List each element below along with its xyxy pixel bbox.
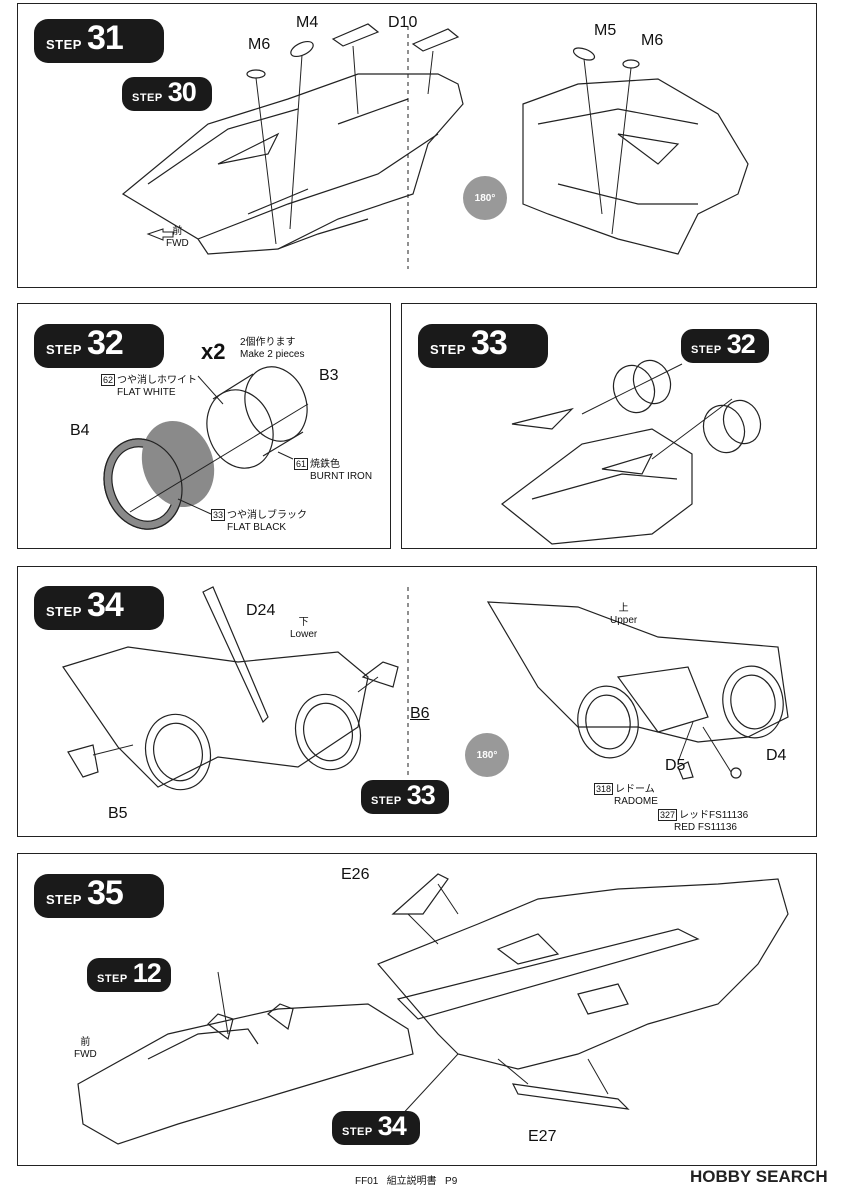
part-label-d10: D10 bbox=[388, 14, 418, 31]
step34-badge: STEP 34 bbox=[34, 586, 164, 630]
color-name-jp: つや消しブラック bbox=[227, 510, 308, 521]
color-code: 33 bbox=[211, 509, 226, 521]
color-name-jp: 焼鉄色 bbox=[310, 459, 341, 470]
rotate-180-icon: 180° bbox=[463, 176, 507, 220]
make-count-note: 2個作ります Make 2 pieces bbox=[240, 337, 304, 361]
step-number: 32 bbox=[726, 329, 756, 359]
step-number: 34 bbox=[86, 586, 124, 624]
color-code: 327 bbox=[658, 809, 678, 821]
part-label-m4: M4 bbox=[296, 14, 319, 31]
fwd-indicator: 前 FWD bbox=[74, 1037, 97, 1061]
step-number: 12 bbox=[132, 958, 162, 988]
fwd-en: FWD bbox=[74, 1049, 97, 1060]
lower-indicator: 下 Lower bbox=[290, 617, 317, 641]
step-number: 35 bbox=[86, 874, 124, 912]
step32-badge: STEP 32 bbox=[34, 324, 164, 368]
color-name-jp: レドーム bbox=[615, 784, 655, 795]
step35-badge: STEP 35 bbox=[34, 874, 164, 918]
footer-code: FF01 bbox=[355, 1176, 379, 1187]
step-word: STEP bbox=[97, 973, 128, 985]
step33-sub-badge: STEP 33 bbox=[361, 780, 449, 814]
step-number: 34 bbox=[377, 1111, 407, 1141]
step-word: STEP bbox=[46, 892, 82, 907]
step35-panel: STEP 35 STEP 12 STEP 34 E26 E27 前 FWD bbox=[17, 853, 817, 1166]
step34-panel: STEP 34 STEP 33 D24 B6 B5 D5 D4 下 Lower … bbox=[17, 566, 817, 837]
step32-panel: STEP 32 x2 2個作ります Make 2 pieces B3 B4 62… bbox=[17, 303, 391, 549]
step-word: STEP bbox=[132, 92, 163, 104]
part-label-b4: B4 bbox=[70, 422, 90, 439]
step30-sub-badge: STEP 30 bbox=[122, 77, 212, 111]
step-word: STEP bbox=[691, 344, 722, 356]
step-number: 30 bbox=[167, 77, 197, 107]
part-label-b6: B6 bbox=[410, 705, 430, 722]
fwd-indicator: 前 FWD bbox=[166, 226, 189, 250]
step-word: STEP bbox=[430, 342, 466, 357]
part-label-m6: M6 bbox=[248, 36, 271, 53]
step35-illustration bbox=[77, 873, 789, 1145]
fwd-jp: 前 bbox=[80, 1037, 91, 1048]
step-word: STEP bbox=[371, 795, 402, 807]
fwd-en: FWD bbox=[166, 238, 189, 249]
step-number: 32 bbox=[86, 324, 124, 362]
color-name-en: FLAT BLACK bbox=[227, 522, 287, 533]
rotate-180-icon: 180° bbox=[465, 733, 509, 777]
color-name-en: BURNT IRON bbox=[310, 471, 373, 482]
step32-illustration bbox=[103, 366, 309, 530]
step31-illustration bbox=[121, 23, 749, 269]
step12-sub-badge: STEP 12 bbox=[87, 958, 171, 992]
part-label-d4: D4 bbox=[766, 747, 787, 764]
lower-jp: 下 bbox=[298, 617, 309, 628]
part-label-b5: B5 bbox=[108, 805, 128, 822]
step32-sub-badge: STEP 32 bbox=[681, 329, 769, 363]
step-number: 33 bbox=[470, 324, 508, 362]
step34-sub-badge: STEP 34 bbox=[332, 1111, 420, 1145]
color-name-en: FLAT WHITE bbox=[117, 387, 176, 398]
part-label-b3: B3 bbox=[319, 367, 339, 384]
color-code: 62 bbox=[101, 374, 116, 386]
step-word: STEP bbox=[46, 604, 82, 619]
make-count-en: Make 2 pieces bbox=[240, 349, 305, 360]
upper-jp: 上 bbox=[618, 603, 629, 614]
step31-badge: STEP 31 bbox=[34, 19, 164, 63]
page-footer: FF01 組立説明書 P9 bbox=[355, 1172, 457, 1187]
color-name-jp: レッドFS11136 bbox=[679, 810, 749, 821]
step33-panel: STEP 33 STEP 32 bbox=[401, 303, 817, 549]
make-count: x2 bbox=[201, 339, 226, 364]
part-label-e26: E26 bbox=[341, 866, 370, 883]
step33-illustration bbox=[501, 359, 762, 545]
step-word: STEP bbox=[342, 1126, 373, 1138]
fwd-jp: 前 bbox=[172, 226, 183, 237]
color-name-jp: つや消しホワイト bbox=[117, 375, 198, 386]
upper-indicator: 上 Upper bbox=[610, 603, 637, 627]
part-label-m6-right: M6 bbox=[641, 32, 664, 49]
step-word: STEP bbox=[46, 37, 82, 52]
step33-badge: STEP 33 bbox=[418, 324, 548, 368]
color-name-en: RADOME bbox=[614, 796, 658, 807]
color-code: 61 bbox=[294, 458, 309, 470]
part-label-e27: E27 bbox=[528, 1128, 557, 1145]
part-label-m5: M5 bbox=[594, 22, 617, 39]
step31-panel: STEP 31 STEP 30 M6 M4 D10 M5 M6 180° 前 F… bbox=[17, 3, 817, 288]
step-word: STEP bbox=[46, 342, 82, 357]
color-code: 318 bbox=[594, 783, 614, 795]
make-count-jp: 2個作ります bbox=[240, 337, 296, 348]
upper-en: Upper bbox=[610, 615, 638, 626]
footer-page: P9 bbox=[445, 1176, 458, 1187]
part-label-d24: D24 bbox=[246, 602, 276, 619]
footer-title: 組立説明書 bbox=[386, 1176, 437, 1187]
part-label-d5: D5 bbox=[665, 757, 686, 774]
step-number: 33 bbox=[406, 780, 436, 810]
step34-illustration bbox=[62, 586, 789, 791]
watermark: HOBBY SEARCH bbox=[690, 1167, 828, 1186]
step-number: 31 bbox=[86, 19, 124, 57]
lower-en: Lower bbox=[290, 629, 318, 640]
color-name-en: RED FS11136 bbox=[674, 822, 737, 833]
